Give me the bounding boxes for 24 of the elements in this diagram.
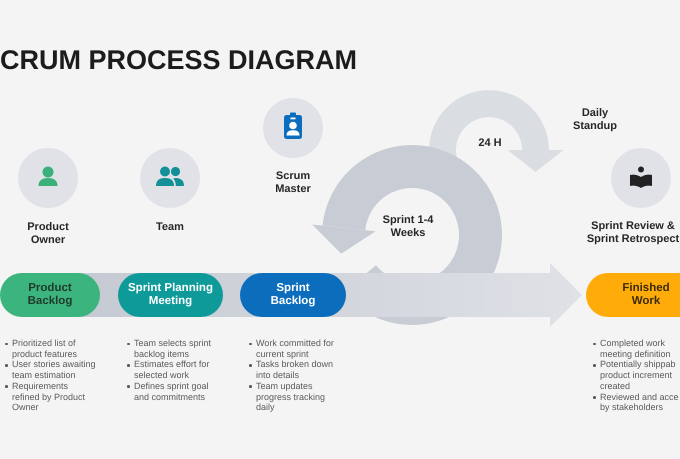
icon-caption: Sprint Review & Sprint Retrospect: [586, 220, 680, 245]
cycle-label: 24 H: [477, 137, 503, 150]
bullet-item: Tasks broken down into details: [247, 359, 341, 381]
icon-caption: Scrum Master: [274, 170, 312, 195]
bullet-item: Potentially shippab product increment created: [591, 359, 680, 392]
process-step: Product Backlog: [0, 273, 100, 317]
bullet-item: Team updates progress tracking daily: [247, 380, 341, 413]
bullet-item: Prioritized list of product features: [3, 338, 97, 360]
beside-label: Daily Standup: [572, 107, 618, 132]
process-step: Sprint Backlog: [240, 273, 346, 317]
icon-caption: Product Owner: [26, 221, 70, 246]
cycle-label: Sprint 1-4 Weeks: [382, 214, 434, 239]
bullet-item: User stories awaiting team estimation: [3, 359, 97, 381]
bullet-item: Completed work meeting definition: [591, 338, 680, 360]
bullet-item: Team selects sprint backlog items: [125, 338, 219, 360]
process-step: Sprint Planning Meeting: [118, 273, 223, 317]
bullet-item: Estimates effort for selected work: [125, 359, 219, 381]
bullet-item: Work committed for current sprint: [247, 338, 341, 360]
process-step: Finished Work: [586, 273, 680, 317]
icon-caption: Team: [155, 221, 185, 234]
bullet-item: Defines sprint goal and commitments: [125, 380, 219, 402]
bullet-item: Requirements refined by Product Owner: [3, 380, 97, 413]
bullet-item: Reviewed and acce by stakeholders: [591, 392, 680, 413]
diagram-title: CRUM PROCESS DIAGRAM: [0, 45, 358, 75]
